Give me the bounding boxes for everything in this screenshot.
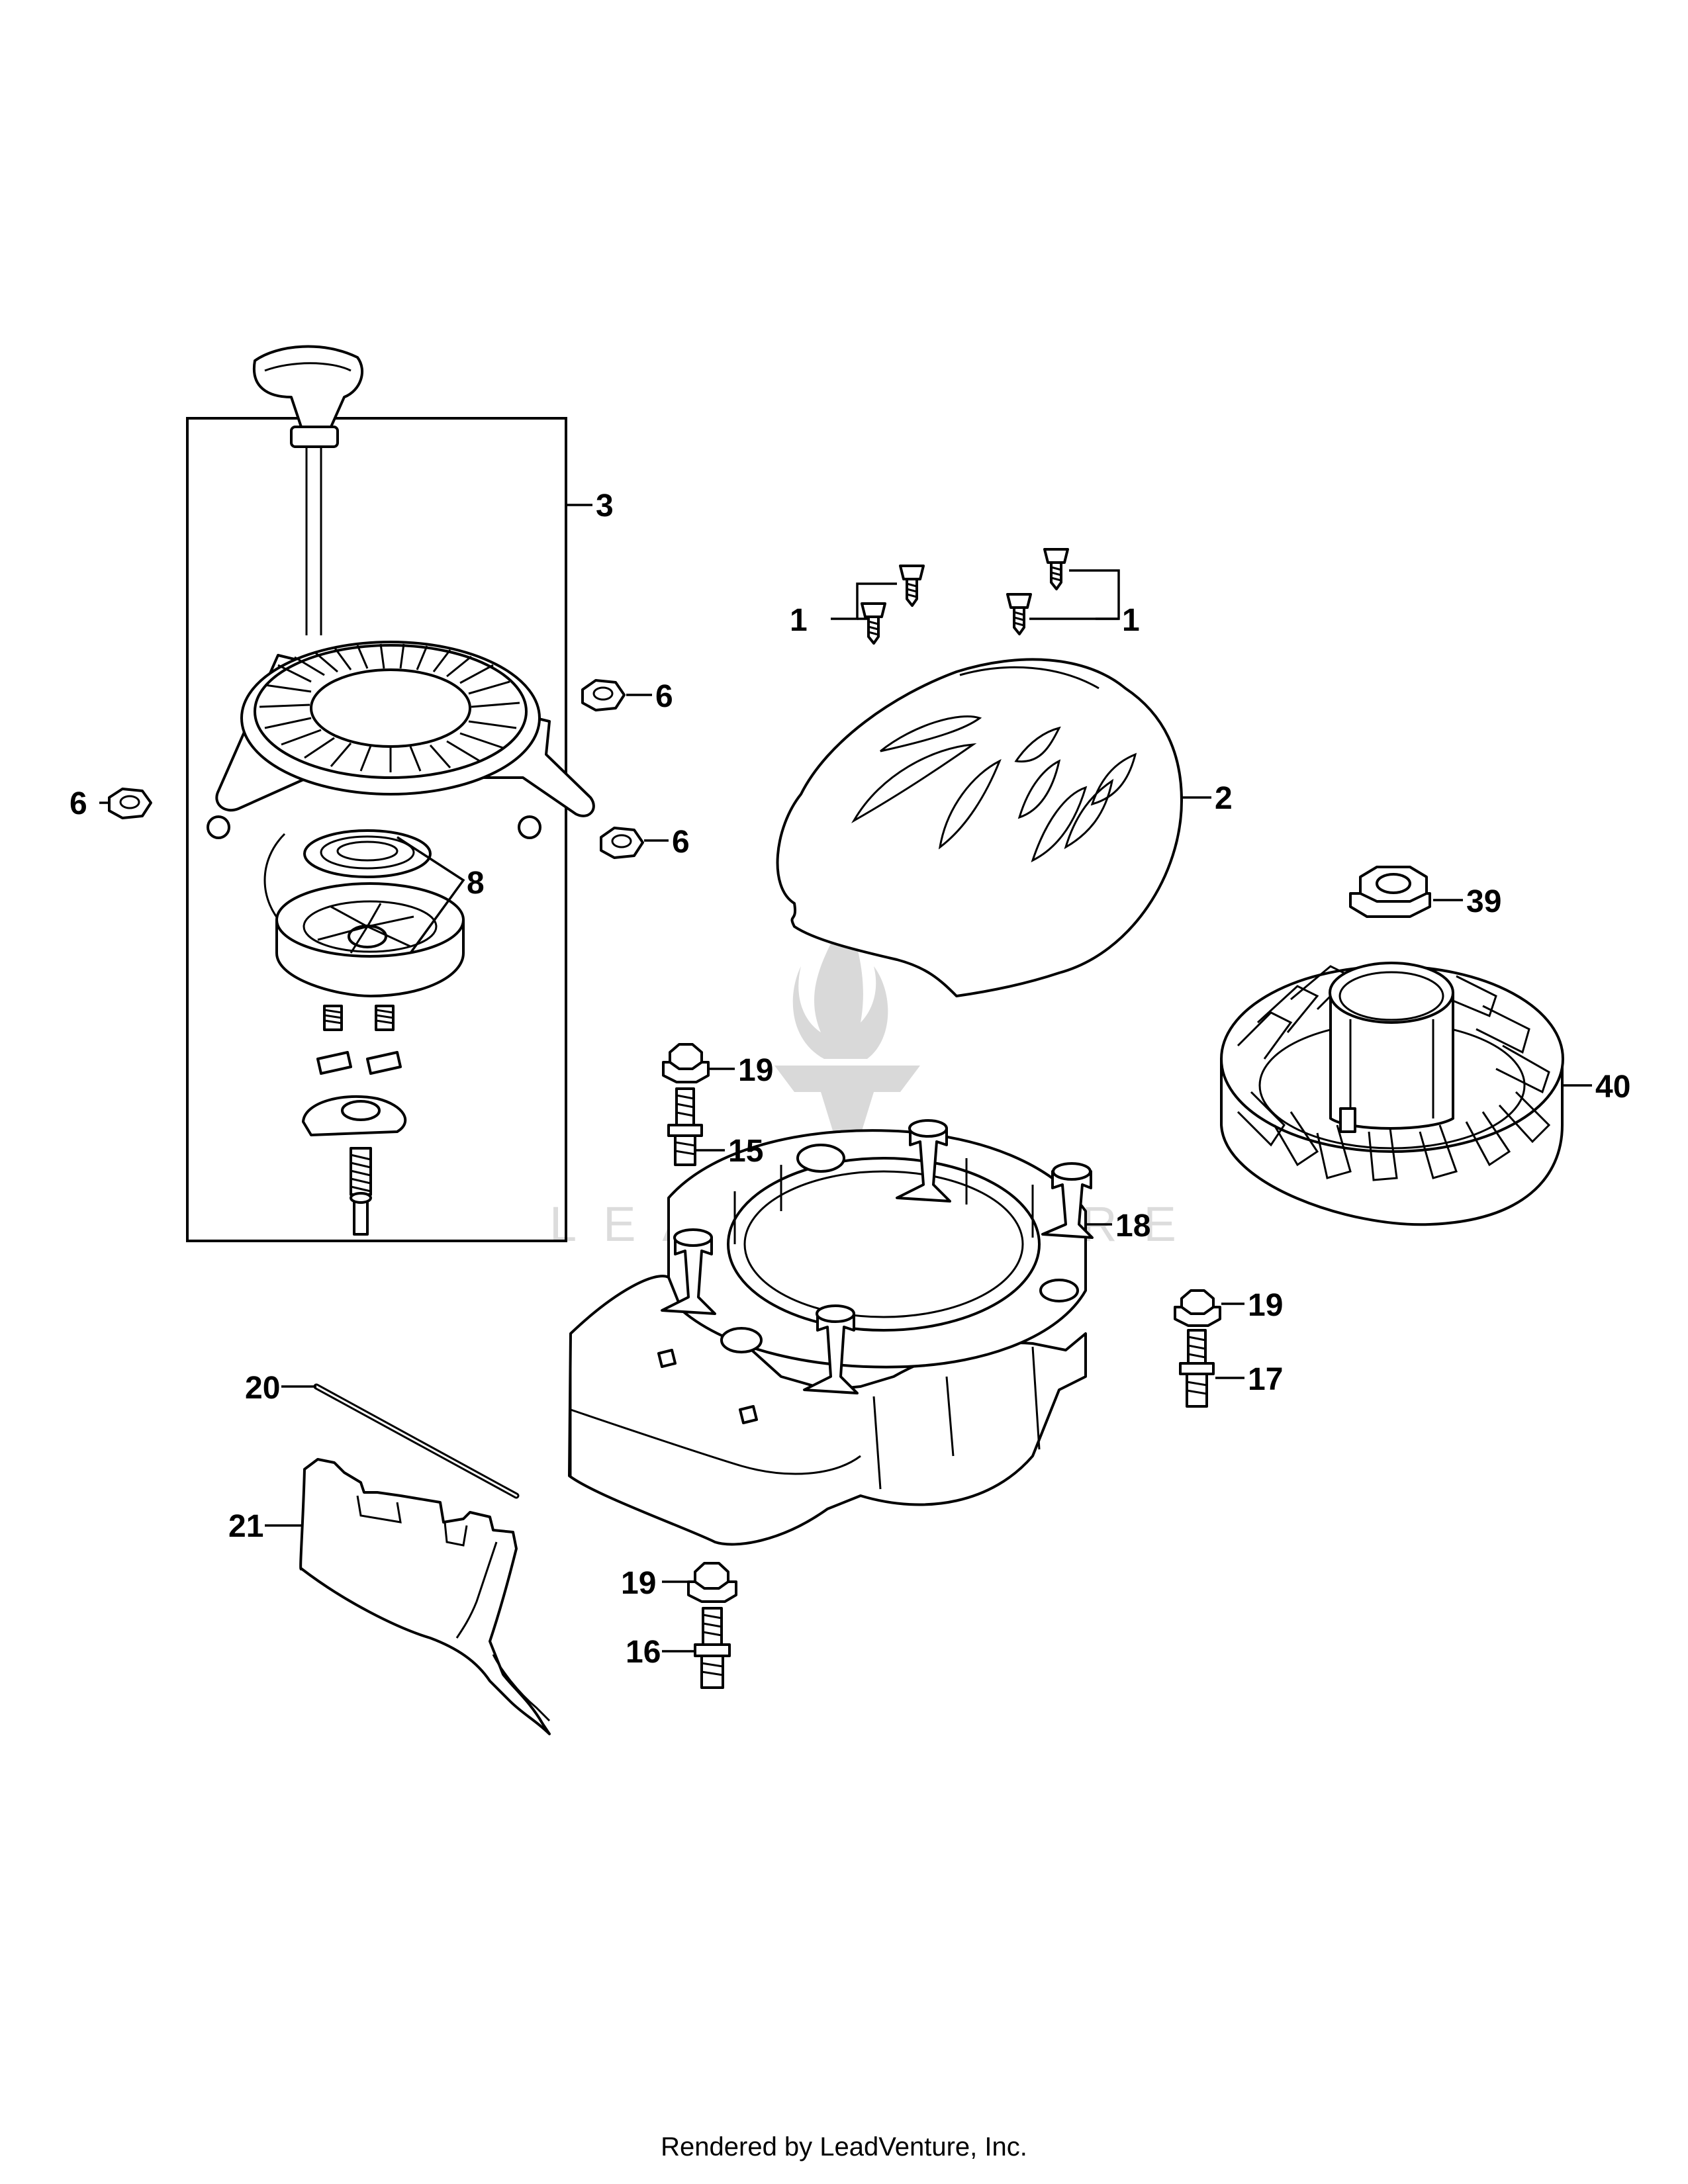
housing-bosses	[661, 1119, 1094, 1394]
hex-nut-upper	[581, 679, 626, 711]
cover-screw-2	[861, 602, 886, 645]
hex-nut-left	[108, 788, 152, 819]
callout-8: 8	[467, 866, 485, 901]
callout-2: 2	[1215, 781, 1233, 816]
center-screw	[350, 1192, 372, 1236]
starter-assembly-frame	[186, 417, 567, 1242]
callout-1-right: 1	[1122, 603, 1140, 638]
leader-lines	[99, 504, 1592, 1653]
cover-screw-3	[1043, 548, 1069, 590]
flange-nut-upper	[662, 1043, 710, 1083]
callout-15: 15	[728, 1134, 763, 1169]
control-rod	[313, 1383, 520, 1499]
callout-17: 17	[1248, 1362, 1283, 1397]
callout-6-upper: 6	[655, 679, 673, 714]
ratchet	[302, 1095, 407, 1136]
callout-40: 40	[1595, 1069, 1630, 1105]
pawls	[316, 1051, 402, 1075]
callout-21: 21	[228, 1509, 263, 1544]
starter-handle	[252, 345, 364, 635]
stud-15	[667, 1087, 703, 1166]
callout-6-lower: 6	[672, 825, 690, 860]
callout-18: 18	[1115, 1208, 1150, 1244]
callout-3: 3	[596, 488, 614, 523]
flange-nut-lower	[687, 1562, 737, 1603]
stud-17	[1179, 1329, 1215, 1408]
air-guide	[299, 1458, 551, 1735]
callout-20: 20	[245, 1371, 280, 1406]
cover-screw-1	[899, 565, 925, 607]
flywheel	[1220, 962, 1564, 1226]
callout-19-lower: 19	[621, 1566, 656, 1601]
callout-39: 39	[1466, 884, 1501, 919]
starter-assembly	[186, 345, 595, 1242]
footer-credit: Rendered by LeadVenture, Inc.	[661, 2132, 1027, 2161]
stud-16	[694, 1607, 731, 1689]
callout-labels: 3 1 1 6 6 6 8 2 39 40 19 15 18 19 17 20 …	[70, 488, 1630, 1670]
callout-1-left: 1	[790, 603, 808, 638]
pawl-springs	[323, 1005, 395, 1031]
flange-nut-right	[1174, 1289, 1221, 1327]
blower-cover	[776, 658, 1183, 997]
blower-housing	[568, 1119, 1094, 1546]
callout-6-left: 6	[70, 786, 87, 821]
starter-pulley	[275, 882, 465, 997]
flywheel-nut	[1349, 866, 1431, 918]
callout-19-upper: 19	[738, 1053, 773, 1088]
cover-screw-4	[1006, 593, 1032, 635]
callout-19-right: 19	[1248, 1288, 1283, 1323]
center-spring	[350, 1147, 372, 1196]
starter-housing	[207, 641, 595, 839]
callout-16: 16	[626, 1635, 661, 1670]
hex-nut-lower	[600, 827, 644, 859]
